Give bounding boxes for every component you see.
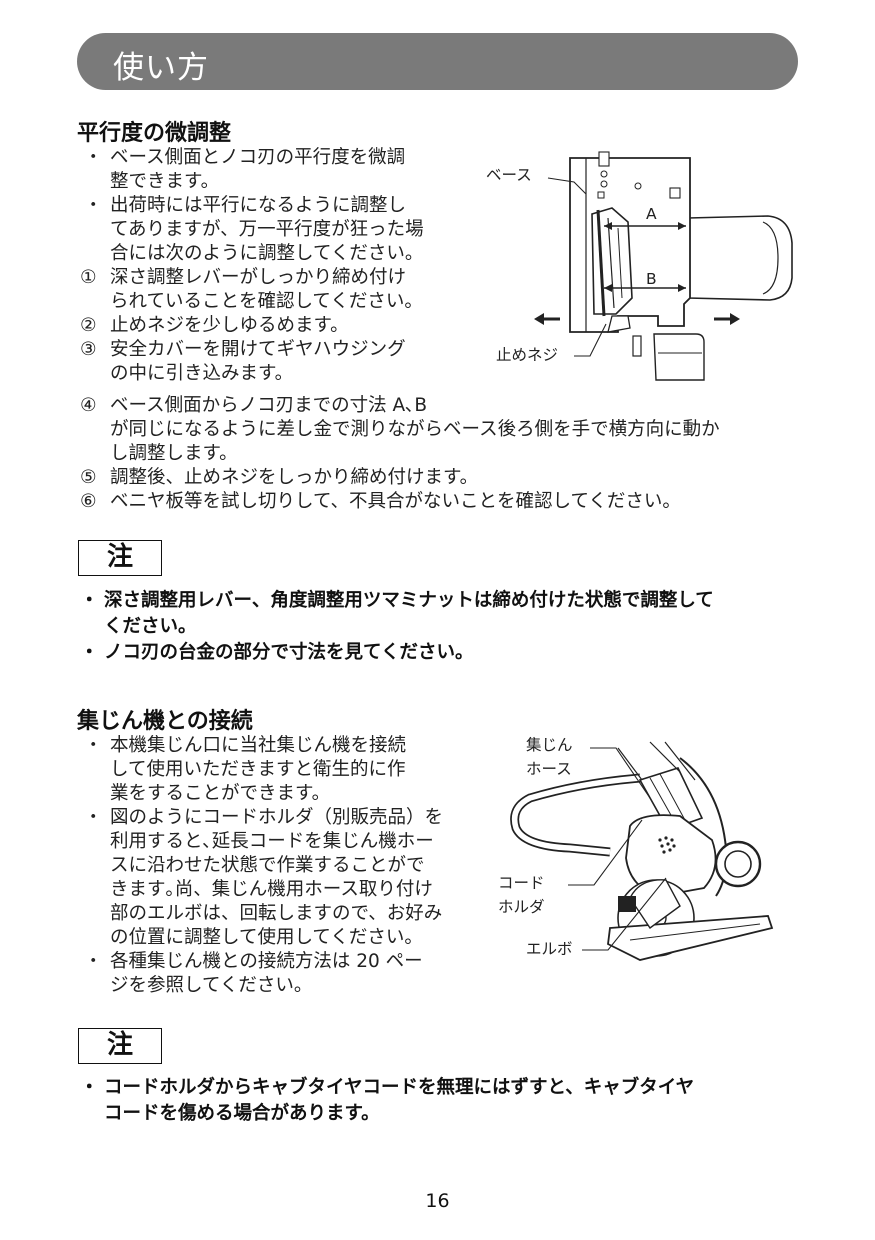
note-box: 注 [78, 1028, 162, 1064]
step-item: ④ ベース側面からノコ刃までの寸法 A､B が同じになるように差し金で測りながら… [80, 395, 720, 464]
page-number: 16 [425, 1190, 450, 1212]
label-cord-holder-line2: ホルダ [498, 898, 545, 916]
list-item: ・ 本機集じん口に当社集じん機を接続 して使用いただきますと衛生的に作 業をする… [84, 735, 407, 804]
dust-collector-bullets: ・ 本機集じん口に当社集じん機を接続 して使用いただきますと衛生的に作 業をする… [80, 734, 475, 998]
list-item: ・ 図のようにコードホルダ（別販売品）を 利用すると､延長コードを集じん機ホー … [84, 807, 444, 948]
saw-base-diagram: ベース A B 止めネジ [486, 151, 793, 381]
label-dimension-b: B [646, 270, 657, 288]
note-box: 注 [78, 540, 162, 576]
list-item: ・ ベース側面とノコ刃の平行度を微調 整できます。 [84, 147, 406, 192]
parallel-steps-wide: ④ ベース側面からノコ刃までの寸法 A､B が同じになるように差し金で測りながら… [80, 394, 810, 514]
label-elbow: エルボ [526, 940, 573, 958]
label-dimension-a: A [646, 205, 657, 223]
list-item: ・ 各種集じん機との接続方法は 20 ペー ジを参照してください。 [84, 951, 423, 996]
list-item: ・ コードホルダからキャブタイヤコードを無理にはずすと、キャブタイヤ コードを傷… [80, 1077, 695, 1124]
banner-title: 使い方 [113, 50, 209, 86]
label-dust-hose-line2: ホース [526, 760, 572, 778]
section-title-dust-collector: 集じん機との接続 [77, 709, 253, 734]
step-item: ⑥ ベニヤ板等を試し切りして、不具合がないことを確認してください。 [80, 491, 681, 512]
list-item: ・ 深さ調整用レバー、角度調整用ツマミナットは締め付けた状態で調整して ください… [80, 590, 714, 637]
label-dust-hose-line1: 集じん [526, 736, 573, 754]
step-item: ② 止めネジを少しゆるめます。 [80, 315, 349, 336]
section-banner: 使い方 [77, 33, 798, 90]
label-base: ベース [486, 166, 532, 184]
note-text: ・ コードホルダからキャブタイヤコードを無理にはずすと、キャブタイヤ コードを傷… [78, 1075, 808, 1127]
label-cord-holder-line1: コード [498, 874, 545, 892]
step-item: ① 深さ調整レバーがしっかり締め付け られていることを確認してください。 [80, 267, 423, 312]
step-item: ⑤ 調整後、止めネジをしっかり締め付けます。 [80, 467, 479, 488]
parallel-bullets: ・ ベース側面とノコ刃の平行度を微調 整できます。 ・ 出荷時には平行になるよう… [80, 146, 475, 386]
list-item: ・ 出荷時には平行になるように調整し てありますが、万一平行度が狂った場 合には… [84, 195, 424, 264]
dust-hose-diagram: 集じん ホース コード ホルダ エルボ [498, 736, 774, 961]
note-text: ・ 深さ調整用レバー、角度調整用ツマミナットは締め付けた状態で調整して ください… [78, 588, 808, 666]
step-item: ③ 安全カバーを開けてギヤハウジング の中に引き込みます。 [80, 339, 406, 384]
label-set-screw: 止めネジ [496, 346, 558, 364]
section-title-parallel-adjust: 平行度の微調整 [77, 121, 232, 146]
list-item: ・ ノコ刃の台金の部分で寸法を見てください。 [80, 642, 474, 663]
